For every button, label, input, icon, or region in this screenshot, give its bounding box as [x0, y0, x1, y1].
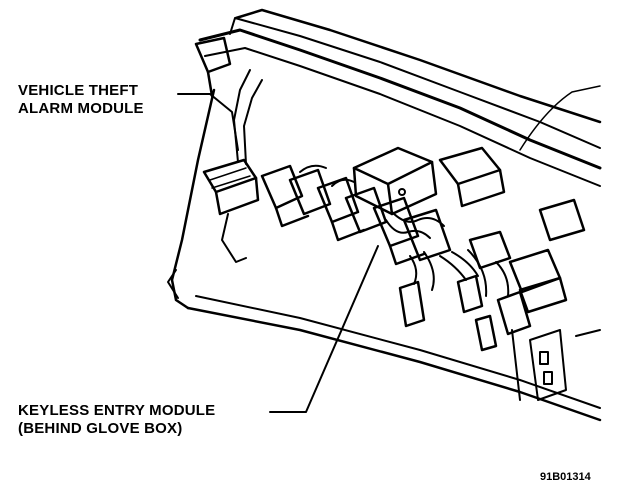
lower-right-panel: [511, 329, 601, 401]
theft-alarm-module: [202, 158, 260, 216]
right-connectors: [438, 146, 586, 314]
dashboard-cowl: [198, 8, 602, 187]
center-module: [352, 146, 438, 216]
side-panel: [167, 88, 602, 422]
theft-leader-line: [177, 93, 239, 151]
keyless-label-line-1: KEYLESS ENTRY MODULE: [18, 402, 216, 419]
left-bracket: [194, 36, 232, 98]
theft-label-line-1: VEHICLE THEFT: [18, 82, 139, 99]
windshield-edge: [519, 85, 601, 151]
wiring-harness: [299, 164, 510, 297]
theft-label-line-2: ALARM MODULE: [18, 100, 144, 117]
hanging-connectors: [398, 274, 532, 352]
keyless-label-line-2: (BEHIND GLOVE BOX): [18, 420, 183, 437]
keyless-leader-line: [269, 245, 379, 413]
theft-alarm-module-label: VEHICLE THEFT ALARM MODULE: [18, 82, 144, 118]
keyless-entry-module-label: KEYLESS ENTRY MODULE (BEHIND GLOVE BOX): [18, 402, 215, 438]
figure-code: 91B01314: [540, 471, 591, 483]
